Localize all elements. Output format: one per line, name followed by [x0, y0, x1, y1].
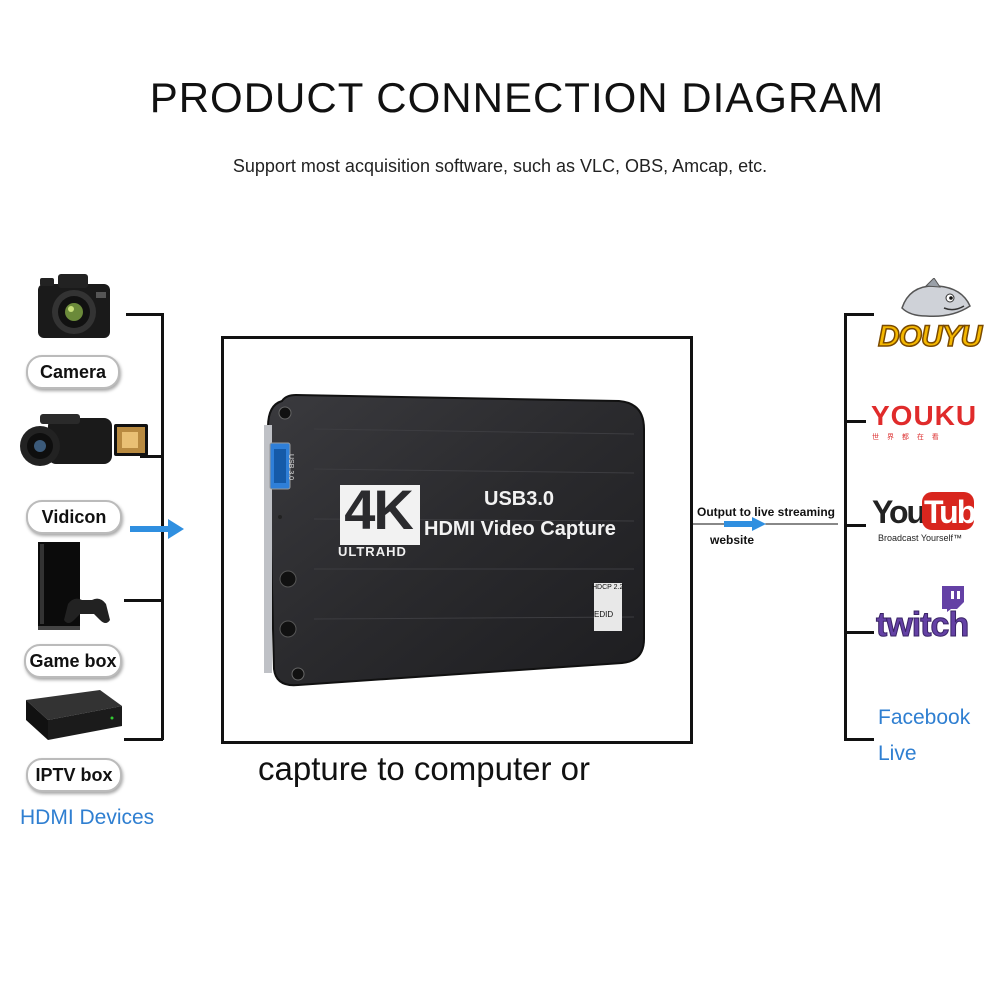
connector-line — [844, 738, 874, 741]
device-line-usb: USB3.0 — [484, 488, 555, 510]
badge-4k: 4K — [344, 478, 414, 541]
connector-line — [124, 599, 163, 602]
douyu-logo: DOUYU — [877, 319, 983, 354]
youtube-logo-you: You — [872, 494, 926, 530]
connector-line — [124, 738, 163, 741]
connector-line — [844, 313, 874, 316]
device-frame — [221, 336, 693, 744]
connector-line — [844, 631, 874, 634]
youtube-logo-box — [922, 492, 974, 530]
output-label: Output to live streaming — [697, 505, 836, 519]
connector-line — [140, 455, 163, 458]
page-subtitle: Support most acquisition software, such … — [232, 156, 768, 176]
youtube-slogan: Broadcast Yourself™ — [878, 533, 963, 543]
hdcp-label: HDCP 2.2 — [592, 584, 624, 591]
douyu-mascot-icon — [896, 277, 976, 327]
facebook-live-label: Live — [878, 742, 917, 765]
facebook-label: Facebook — [878, 706, 971, 729]
output-arrow-icon — [690, 514, 838, 534]
tv-box-icon — [22, 686, 126, 751]
connector-line — [126, 313, 163, 316]
page-title: PRODUCT CONNECTION DIAGRAM — [149, 74, 885, 121]
connector-line — [844, 524, 866, 527]
camcorder-icon — [18, 408, 152, 485]
device-label-vidicon: Vidicon — [26, 500, 122, 534]
device-label-game-box: Game box — [24, 644, 122, 678]
device-label-camera: Camera — [26, 355, 120, 389]
camera-icon — [34, 266, 114, 351]
edid-label: EDID — [594, 610, 614, 619]
connector-line — [844, 420, 866, 423]
device-label-iptv-box: IPTV box — [26, 758, 122, 792]
twitch-glitch-icon — [940, 584, 966, 617]
device-line-hdmi: HDMI Video Capture — [424, 518, 616, 540]
arrow-right-icon — [130, 518, 186, 545]
youku-logo: YOUKU — [871, 400, 978, 431]
youtube-logo-tube: Tube — [924, 494, 992, 530]
badge-ultrahd: ULTRAHD — [338, 544, 407, 559]
device-caption: capture to computer or — [258, 750, 590, 787]
twitch-logo: twitch — [875, 606, 969, 645]
hdmi-devices-label: HDMI Devices — [20, 806, 155, 829]
capture-card-image — [264, 393, 645, 687]
output-label-website: website — [710, 533, 755, 547]
youku-slogan: 世 界 都 在 看 — [872, 434, 942, 441]
usb-port-label: USB 3.0 — [287, 454, 294, 481]
game-console-icon — [36, 540, 116, 639]
